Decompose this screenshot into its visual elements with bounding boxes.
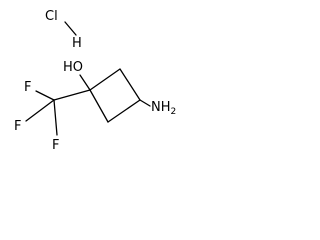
- cf-bond-2: [25, 99, 55, 122]
- fluorine-label-3: F: [52, 138, 59, 153]
- fluorine-label-2: F: [14, 119, 21, 134]
- ring-bond-c1-c2: [89, 68, 121, 91]
- fluorine-label-1: F: [24, 80, 31, 95]
- amine-label: NH2: [151, 100, 176, 117]
- amine-subscript: 2: [171, 107, 177, 117]
- hcl-hydrogen-label: H: [72, 36, 82, 51]
- chlorine-label: Cl: [45, 9, 58, 24]
- cf-bond-1: [35, 90, 55, 101]
- hydroxyl-label: HO: [63, 60, 83, 75]
- ring-bond-c4-c1: [89, 89, 109, 123]
- c-nh2-bond: [139, 99, 151, 107]
- ring-bond-c2-c3: [119, 68, 141, 101]
- c-cf3-bond: [53, 89, 91, 101]
- cf-bond-3: [53, 99, 58, 136]
- chemical-structure: Cl H HO NH2 F F F: [14, 9, 176, 153]
- amine-text: NH: [151, 100, 171, 115]
- hcl-bond: [64, 21, 77, 36]
- ring-bond-c3-c4: [107, 99, 141, 123]
- c-oh-bond: [79, 74, 91, 91]
